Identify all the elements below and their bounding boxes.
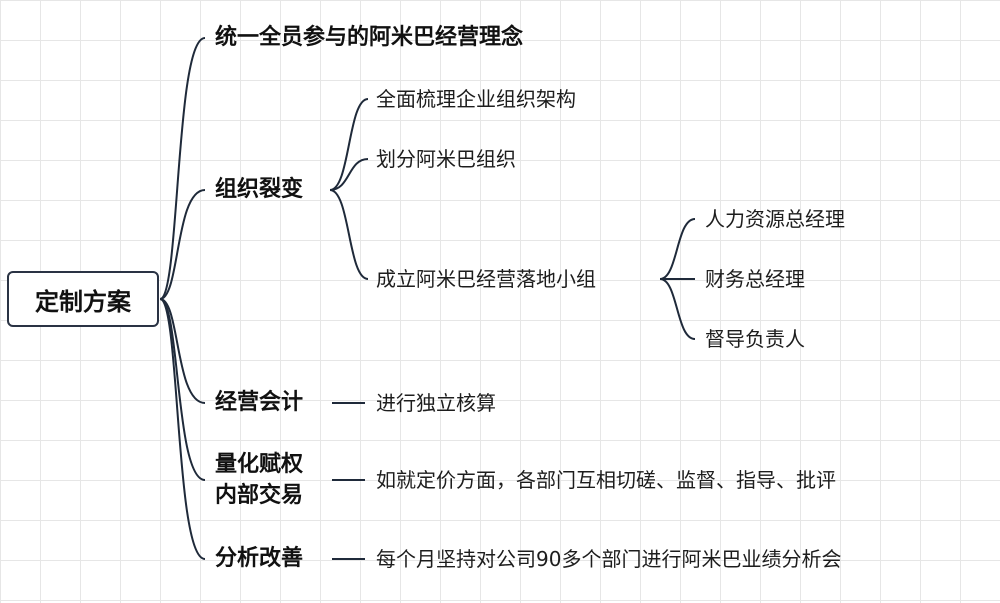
node-monthly-analysis[interactable]: 每个月坚持对公司90多个部门进行阿米巴业绩分析会: [376, 547, 842, 571]
node-pricing-mutual[interactable]: 如就定价方面，各部门互相切磋、监督、指导、批评: [376, 468, 836, 492]
connector-org-to-divide: [329, 158, 369, 191]
branch-empowerment[interactable]: 量化赋权 内部交易: [215, 449, 303, 511]
connector-org-to-team: [329, 189, 369, 280]
connector-root-to-empowerment: [159, 298, 206, 481]
branch-empowerment-line-1: 量化赋权: [215, 452, 304, 477]
branch-accounting[interactable]: 经营会计: [215, 390, 304, 415]
connector-team-to-hr: [659, 218, 696, 280]
root-node[interactable]: 定制方案: [7, 271, 159, 327]
node-hr-manager[interactable]: 人力资源总经理: [705, 207, 845, 231]
node-finance-manager[interactable]: 财务总经理: [705, 267, 805, 291]
branch-analysis[interactable]: 分析改善: [215, 546, 304, 571]
connector-root-to-accounting: [159, 298, 206, 404]
connector-root-to-org-fission: [159, 189, 206, 300]
node-landing-team[interactable]: 成立阿米巴经营落地小组: [376, 267, 596, 291]
node-supervision-lead[interactable]: 督导负责人: [705, 327, 805, 351]
node-divide-amoeba[interactable]: 划分阿米巴组织: [376, 147, 516, 171]
connector-root-to-philosophy: [159, 37, 206, 300]
node-independent-accounting[interactable]: 进行独立核算: [376, 391, 496, 415]
connector-org-to-restructure: [329, 98, 369, 191]
node-restructure-org[interactable]: 全面梳理企业组织架构: [376, 87, 576, 111]
branch-philosophy[interactable]: 统一全员参与的阿米巴经营理念: [215, 25, 524, 50]
connector-root-to-analysis: [159, 298, 206, 560]
connector-team-to-supervision: [659, 278, 696, 340]
branch-org-fission[interactable]: 组织裂变: [215, 177, 304, 202]
branch-empowerment-line-2: 内部交易: [215, 483, 304, 508]
